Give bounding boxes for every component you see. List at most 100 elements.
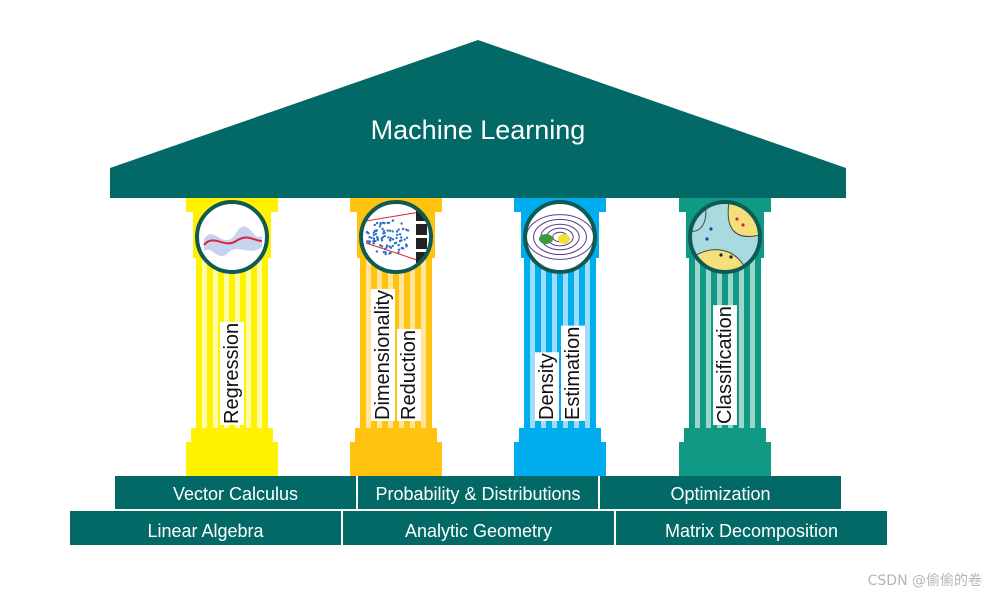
foundation-row-1: Vector Calculus Probability & Distributi…: [115, 476, 841, 509]
scatter-point: [368, 236, 371, 239]
foundation-label-vector-calculus: Vector Calculus: [173, 484, 298, 504]
scatter-point: [383, 222, 386, 225]
scatter-point: [398, 233, 402, 236]
scatter-point: [400, 222, 403, 225]
scatter-point: [401, 227, 405, 231]
roof: Machine Learning: [110, 40, 846, 198]
scatter-point: [399, 236, 403, 239]
pillar-base: [679, 442, 771, 476]
regression-band: [204, 226, 262, 257]
regression-plot-icon-frame: [195, 200, 269, 274]
scatter-point: [406, 229, 410, 232]
pillar-flute: [196, 258, 202, 428]
scatter-point: [395, 236, 398, 240]
pillar-flute: [689, 258, 695, 428]
pillar-label-line: Estimation: [562, 327, 584, 420]
scatter-point: [389, 251, 392, 255]
digit-thumbnail: [416, 238, 427, 249]
scatter-point: [389, 237, 392, 240]
pillar-base-ring: [519, 428, 601, 442]
pillar-label-bg: [371, 288, 395, 421]
scatter-point: [384, 252, 387, 256]
foundation-block-analytic-geometry: [343, 511, 614, 545]
pillar-flute: [524, 258, 530, 428]
scatter-point: [395, 230, 399, 233]
pillar-flute: [207, 258, 213, 428]
foundation-label-linear-algebra: Linear Algebra: [147, 521, 264, 541]
scatter-point: [373, 229, 377, 232]
classification-regions-icon-frame: [688, 200, 762, 274]
scatter-point: [391, 244, 394, 248]
pillar-label-line: Regression: [221, 323, 243, 424]
density-core: [558, 234, 570, 244]
digit-thumbnail: [416, 224, 427, 235]
scatter-point: [401, 247, 405, 250]
scatter-point: [370, 236, 373, 239]
scatter-point: [405, 228, 408, 231]
class-point: [719, 253, 723, 257]
pillar-base: [350, 442, 442, 476]
foundation-block-matrix-decomposition: [616, 511, 887, 545]
scatter-point: [385, 246, 388, 249]
density-contour: [533, 218, 587, 256]
scatter-point: [382, 250, 386, 254]
foundation-label-matrix-decomposition: Matrix Decomposition: [665, 521, 838, 541]
dimensionality-reduction-scatter-icon-frame: [359, 200, 433, 274]
scatter-point: [397, 251, 400, 254]
pillar-flute: [251, 258, 257, 428]
pillar-flute: [700, 258, 706, 428]
scatter-point: [397, 243, 400, 247]
class-point: [705, 237, 709, 241]
scatter-point: [365, 230, 369, 234]
pillar-label-bg: [220, 321, 244, 425]
density-blob: [539, 234, 553, 244]
pillar-flute: [393, 258, 399, 428]
scatter-point: [386, 229, 389, 232]
scatter-point: [388, 245, 391, 248]
scatter-point: [391, 238, 395, 241]
scatter-point: [384, 251, 387, 254]
class-point: [741, 223, 745, 227]
pillar-base-ring: [684, 428, 766, 442]
pillar-label-bg: [713, 305, 737, 425]
scatter-point: [382, 232, 385, 235]
pillar-flute: [535, 258, 541, 428]
scatter-point: [380, 239, 384, 242]
pillar-label-line: Dimensionality: [372, 290, 394, 420]
foundation-row-2: Linear Algebra Analytic Geometry Matrix …: [70, 511, 887, 545]
scatter-point: [372, 231, 375, 234]
pillar-label-bg: [561, 325, 585, 421]
density-contour-icon: [525, 202, 595, 272]
pillar-label-bg: [535, 352, 559, 421]
scatter-point: [375, 250, 379, 253]
scatter-point: [379, 244, 382, 247]
scatter-point: [398, 239, 402, 243]
decision-boundary: [727, 202, 760, 237]
foundation-block-vector-calculus: [115, 476, 356, 509]
scatter-point: [365, 240, 369, 243]
foundation-label-analytic-geometry: Analytic Geometry: [405, 521, 552, 541]
foundation-block-probability: [358, 476, 598, 509]
scatter-point: [382, 229, 386, 233]
foundation-block-linear-algebra: [70, 511, 341, 545]
pillar-base: [186, 442, 278, 476]
pillar-flute: [262, 258, 268, 428]
regression-plot-icon: [197, 202, 267, 272]
pillar-base: [514, 442, 606, 476]
scatter-point: [395, 233, 399, 237]
foundation-label-probability: Probability & Distributions: [375, 484, 580, 504]
scatter-point: [380, 245, 384, 248]
pillar-flute: [360, 258, 366, 428]
class-point: [709, 227, 713, 231]
regression-curve: [203, 236, 263, 246]
pillar-label-line: Classification: [714, 306, 736, 424]
scatter-point: [376, 237, 379, 240]
scatter-point: [383, 234, 386, 238]
pillar-label-bg: [397, 328, 421, 421]
scatter-point: [385, 244, 389, 247]
pillar-base-ring: [191, 428, 273, 442]
scatter-point: [378, 225, 382, 228]
class-point: [729, 255, 733, 259]
